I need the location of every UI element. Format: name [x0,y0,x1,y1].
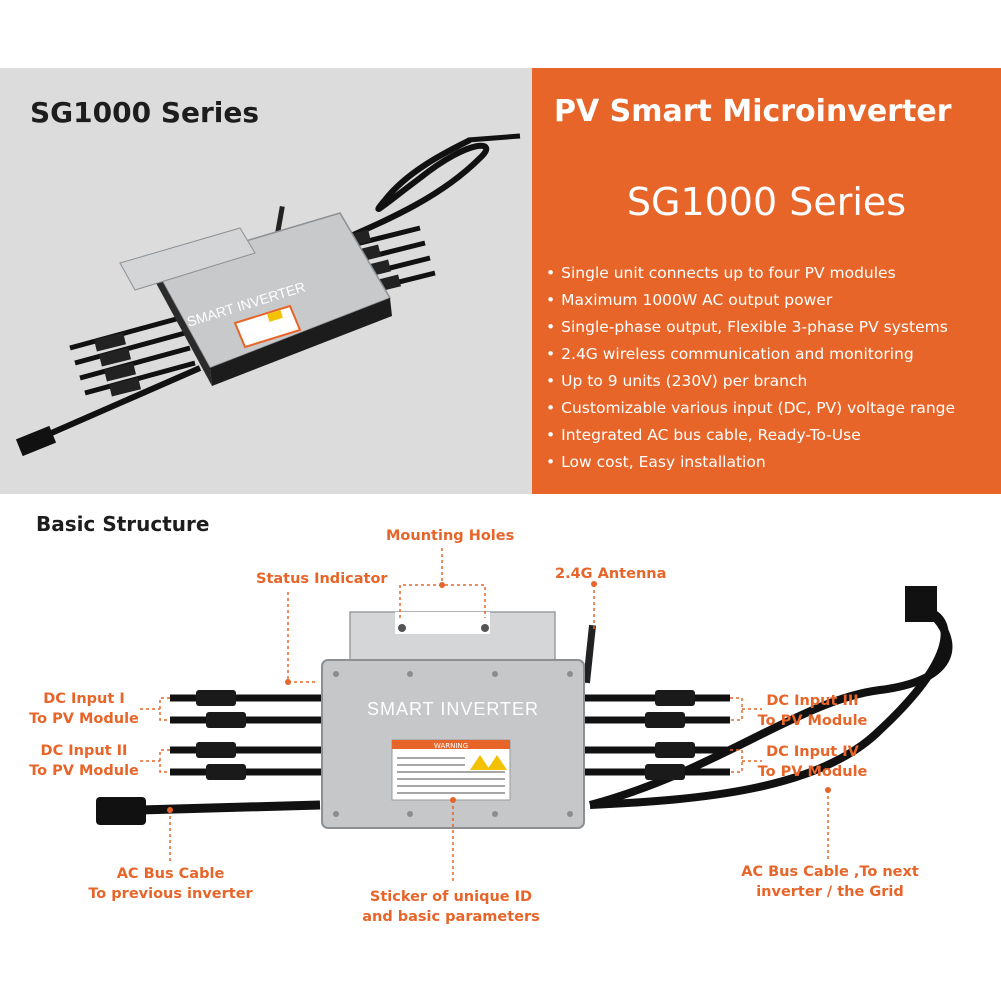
feature-item: Maximum 1000W AC output power [546,287,955,314]
feature-item: Customizable various input (DC, PV) volt… [546,395,955,422]
sticker-title: WARNING [434,742,468,750]
feature-item: Low cost, Easy installation [546,449,955,476]
antenna [582,624,597,684]
ac-connector-right [905,586,937,622]
feature-item: Integrated AC bus cable, Ready-To-Use [546,422,955,449]
section-title: Basic Structure [36,512,210,536]
top-right-panel: PV Smart Microinverter SG1000 Series Sin… [532,68,1001,494]
inverter-body [321,659,585,829]
ac-connector-left [96,797,146,825]
label-mounting-holes: Mounting Holes [386,528,515,544]
series-name: SG1000 Series [626,180,907,224]
product-photo: SMART INVERTER [15,133,521,457]
feature-list: Single unit connects up to four PV modul… [546,260,955,476]
feature-item: Up to 9 units (230V) per branch [546,368,955,395]
label-antenna: 2.4G Antenna [555,566,667,582]
feature-item: 2.4G wireless communication and monitori… [546,341,955,368]
inverter-label: SMART INVERTER [367,699,539,719]
top-left-panel: SG1000 Series [0,68,532,494]
product-heading: SG1000 Series [30,96,260,129]
feature-item: Single unit connects up to four PV modul… [546,260,955,287]
feature-item: Single-phase output, Flexible 3-phase PV… [546,314,955,341]
mounting-plate [349,611,556,669]
panel-heading: PV Smart Microinverter [554,94,952,129]
id-sticker [391,739,511,801]
label-status-indicator: Status Indicator [256,571,388,587]
